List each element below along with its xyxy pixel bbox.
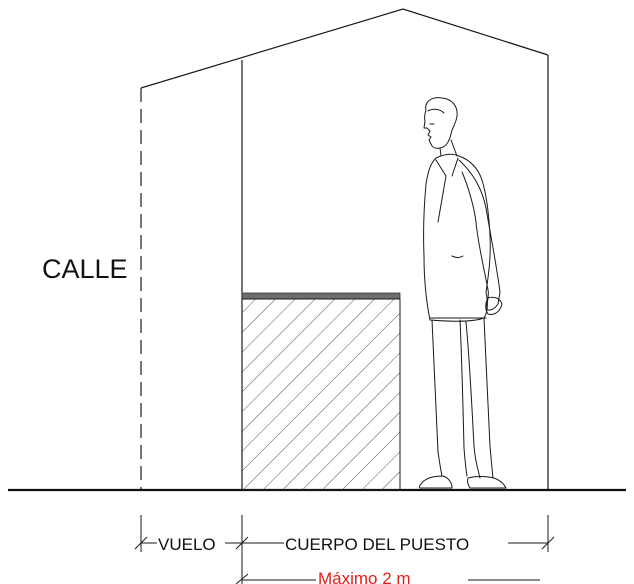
counter	[241, 292, 401, 491]
dimension-row-maximum	[235, 573, 540, 584]
counter-hatch	[242, 298, 400, 490]
maximum-dimension-label: Máximo 2 m	[318, 569, 411, 584]
overhang-dimension-label: VUELO	[158, 535, 216, 554]
stall-structure	[140, 8, 549, 490]
street-label: CALLE	[42, 254, 128, 284]
standing-person	[418, 97, 507, 489]
stall-roof	[140, 8, 549, 89]
stall-body-dimension-label: CUERPO DEL PUESTO	[285, 535, 469, 554]
dimension-row-upper	[134, 515, 555, 584]
counter-top	[241, 292, 401, 300]
